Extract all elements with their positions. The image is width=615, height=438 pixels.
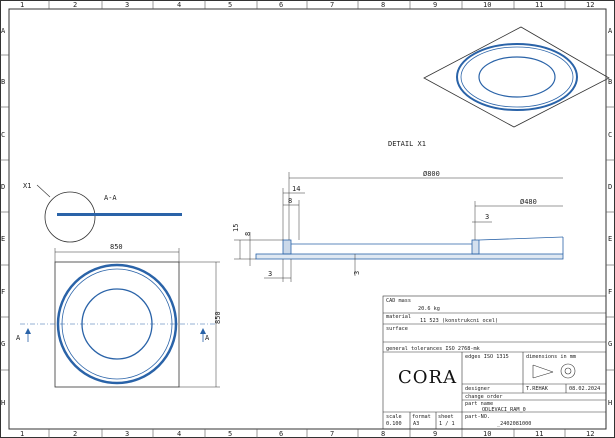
dim-3-bottom: 3 — [353, 271, 361, 275]
zone-col-10-bottom: 10 — [483, 430, 491, 438]
dim-15: 15 — [232, 224, 240, 232]
section-view-profile — [57, 213, 182, 216]
zone-col-11: 11 — [535, 1, 543, 9]
date-value: 08.02.2024 — [569, 386, 600, 392]
zone-row-c-right: C — [608, 131, 612, 139]
cad-mass-label: CAD mass — [386, 298, 411, 304]
dim-width-850: 850 — [110, 243, 123, 251]
part-no-value: _2402081000 — [497, 421, 531, 427]
zone-col-1-bottom: 1 — [20, 430, 24, 438]
zone-col-3-bottom: 3 — [125, 430, 129, 438]
section-label: A-A — [104, 194, 117, 202]
zone-col-4-bottom: 4 — [177, 430, 181, 438]
format-value: A3 — [413, 421, 419, 427]
zone-row-a-right: A — [608, 27, 613, 35]
dim-3-left: 3 — [268, 270, 272, 278]
section-arrow-left-label: A — [16, 334, 21, 342]
part-no-label: part-NO. — [465, 414, 490, 420]
designer-value: T.REHAK — [526, 386, 549, 392]
material-label: material — [386, 314, 411, 320]
tolerance-label: general tolerances ISO 2768-mk — [386, 346, 481, 352]
title-block — [382, 295, 607, 430]
zone-row-e-right: E — [608, 235, 612, 243]
zone-row-e: E — [1, 235, 5, 243]
zone-col-3: 3 — [125, 1, 129, 9]
company-logo: CORA — [398, 367, 457, 388]
zone-row-f-right: F — [608, 288, 612, 296]
change-order-label: change order — [465, 394, 502, 400]
zone-row-d: D — [1, 183, 5, 191]
zone-col-8: 8 — [381, 1, 385, 9]
zone-col-9-bottom: 9 — [433, 430, 437, 438]
scale-value: 0.100 — [386, 421, 402, 427]
title-block-text: CAD mass 20.6 kg material 11 523 (konstr… — [386, 298, 600, 427]
zone-col-9: 9 — [433, 1, 437, 9]
zone-row-f: F — [1, 288, 5, 296]
zone-col-7-bottom: 7 — [330, 430, 334, 438]
sheet-label: sheet — [438, 414, 454, 420]
zone-col-4: 4 — [177, 1, 181, 9]
zone-row-g-right: G — [608, 340, 612, 348]
zone-col-2: 2 — [73, 1, 77, 9]
zone-row-h: H — [1, 399, 5, 407]
dim-14: 14 — [292, 185, 300, 193]
zone-col-6: 6 — [279, 1, 283, 9]
column-labels-bottom: 1 2 3 4 5 6 7 8 9 10 11 12 — [20, 430, 594, 438]
column-labels-top: 1 2 3 4 5 6 7 8 9 10 11 12 — [20, 1, 594, 9]
edges-label: edges ISO 1315 — [465, 354, 509, 360]
top-view: 850 850 A A — [16, 243, 222, 388]
zone-row-c: C — [1, 131, 5, 139]
dimensions-unit-label: dimensions in mm — [526, 354, 576, 360]
dim-dia-800: Ø800 — [423, 170, 440, 178]
zone-col-5-bottom: 5 — [228, 430, 232, 438]
zone-row-b-right: B — [608, 78, 612, 86]
format-label: format — [412, 414, 431, 420]
detail-label: DETAIL X1 — [388, 140, 426, 148]
surface-label: surface — [386, 326, 408, 332]
zone-row-d-right: D — [608, 183, 612, 191]
zone-row-h-right: H — [608, 399, 612, 407]
zone-col-10: 10 — [483, 1, 491, 9]
zone-row-b: B — [1, 78, 5, 86]
material-value: 11 523 (konstrukcni ocel) — [420, 318, 498, 324]
zone-col-6-bottom: 6 — [279, 430, 283, 438]
detail-callout: X1 A-A — [23, 182, 182, 243]
zone-col-5: 5 — [228, 1, 232, 9]
zone-col-2-bottom: 2 — [73, 430, 77, 438]
zone-col-12: 12 — [586, 1, 594, 9]
sheet-value: 1 / 1 — [439, 421, 455, 427]
zone-col-11-bottom: 11 — [535, 430, 543, 438]
part-name-value: ODLEVACI_RAM_0 — [482, 407, 526, 413]
detail-callout-label: X1 — [23, 182, 31, 190]
dim-8-top: 8 — [288, 197, 292, 205]
zone-col-12-bottom: 12 — [586, 430, 594, 438]
zone-col-1: 1 — [20, 1, 24, 9]
dim-dia-480: Ø480 — [520, 198, 537, 206]
zone-row-a: A — [1, 27, 6, 35]
scale-label: scale — [386, 414, 402, 420]
part-name-label: part name — [465, 401, 493, 407]
inner-frame — [8, 8, 607, 430]
dim-3-right: 3 — [485, 213, 489, 221]
cad-mass-value: 20.6 kg — [418, 306, 440, 312]
row-labels: A B C D E F G H A B C D E F G H — [1, 27, 613, 407]
zone-col-8-bottom: 8 — [381, 430, 385, 438]
zone-row-g: G — [1, 340, 5, 348]
zone-col-7: 7 — [330, 1, 334, 9]
detail-section: Ø800 Ø480 14 8 15 8 3 3 3 — [232, 170, 564, 282]
dim-height-850: 850 — [214, 311, 222, 324]
designer-label: designer — [465, 386, 490, 392]
isometric-view — [423, 26, 610, 128]
section-arrow-right-label: A — [205, 334, 210, 342]
dim-8-side: 8 — [244, 232, 252, 236]
